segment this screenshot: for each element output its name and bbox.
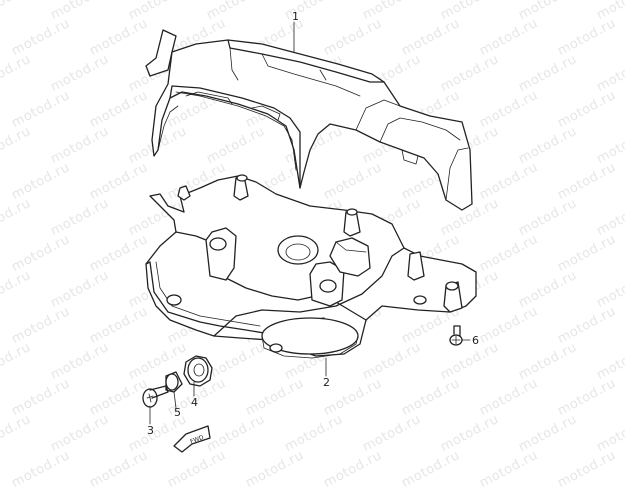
callout-5: 5 (174, 406, 181, 419)
leader-lines (149, 21, 471, 425)
collar (165, 371, 183, 393)
callout-labels: 1 2 3 4 5 6 (147, 10, 479, 437)
upper-handlebar-cover (145, 29, 473, 211)
lower-handlebar-cover (145, 174, 477, 359)
grommet (183, 355, 213, 387)
callout-2: 2 (323, 376, 330, 389)
exploded-parts-diagram: 1 2 3 4 5 6 FWD (142, 10, 479, 453)
screw-3 (142, 385, 169, 408)
screw-6 (449, 325, 463, 346)
callout-6: 6 (472, 334, 479, 347)
callout-1: 1 (292, 10, 299, 23)
callout-4: 4 (191, 396, 198, 409)
callout-3: 3 (147, 424, 154, 437)
front-direction-arrow: FWD (173, 425, 211, 453)
fwd-arrow-label: FWD (189, 434, 205, 445)
